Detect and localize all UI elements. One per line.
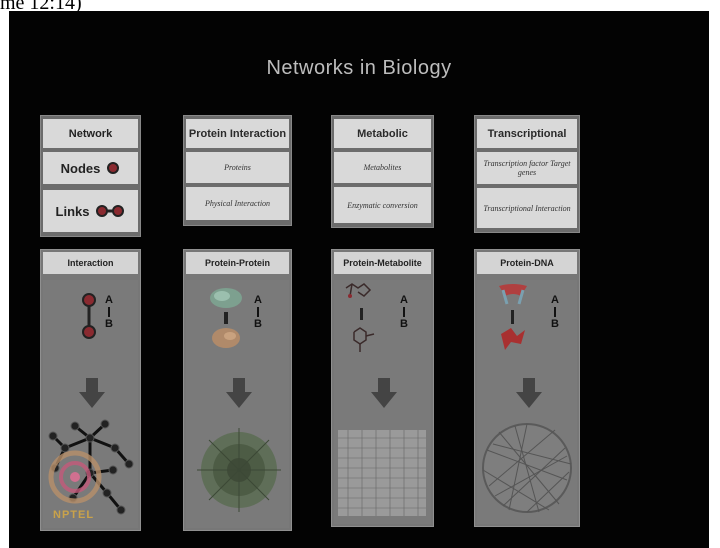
label-b: B — [551, 318, 559, 330]
link-icon — [96, 205, 125, 217]
panel-protein-protein-title: Protein-Protein — [186, 252, 289, 274]
network-head: Network — [43, 119, 138, 148]
ab-labels: A B — [400, 294, 408, 330]
metabolite-molecule-icon — [345, 283, 375, 352]
panel-protein-metabolite-body: A B — [334, 280, 431, 524]
panel-interaction-body: A B — [43, 280, 138, 528]
panel-protein-protein-body: A B — [186, 280, 289, 528]
down-arrow-icon — [79, 378, 105, 408]
panel-protein-metabolite: Protein-Metabolite A B — [331, 249, 434, 527]
ab-labels: A B — [105, 294, 113, 330]
nptel-logo-text: NPTEL — [53, 509, 95, 521]
down-arrow-icon — [371, 378, 397, 408]
links-cell: Links — [43, 190, 138, 232]
down-arrow-icon — [516, 378, 542, 408]
panel-protein-protein: Protein-Protein A B — [183, 249, 292, 531]
nptel-logo-icon — [48, 450, 102, 504]
ab-labels: A B — [254, 294, 262, 330]
label-b: B — [400, 318, 408, 330]
metabolic-head: Metabolic — [334, 119, 431, 148]
header-transcriptional: Transcriptional Transcription factor Tar… — [474, 115, 580, 233]
protein-structure-icon — [210, 288, 242, 348]
label-b: B — [105, 318, 113, 330]
header-metabolic: Metabolic Metabolites Enzymatic conversi… — [331, 115, 434, 228]
node-icon — [107, 162, 120, 174]
slide: Networks in Biology Network Nodes Links … — [9, 11, 709, 548]
label-b: B — [254, 318, 262, 330]
label-a: A — [254, 294, 262, 306]
panel-interaction-title: Interaction — [43, 252, 138, 274]
panel-protein-dna-body: A B — [477, 280, 577, 524]
metabolic-network-icon — [338, 430, 426, 516]
transcription-factor-cell: Transcription factor Target genes — [477, 152, 577, 184]
label-a: A — [551, 294, 559, 306]
ab-labels: A B — [551, 294, 559, 330]
circular-network-icon — [482, 423, 572, 513]
panel-protein-metabolite-title: Protein-Metabolite — [334, 252, 431, 274]
panel-interaction: Interaction A B — [40, 249, 141, 531]
label-a: A — [105, 294, 113, 306]
caption-fragment: me 12:14) — [0, 0, 82, 14]
transcriptional-interaction-cell: Transcriptional Interaction — [477, 188, 577, 228]
header-protein-interaction: Protein Interaction Proteins Physical In… — [183, 115, 292, 226]
physical-interaction-cell: Physical Interaction — [186, 187, 289, 220]
protein-interaction-head: Protein Interaction — [186, 119, 289, 148]
protein-dna-structure-icon — [499, 284, 527, 350]
transcriptional-head: Transcriptional — [477, 119, 577, 148]
enzymatic-conversion-cell: Enzymatic conversion — [334, 187, 431, 223]
node-pair-icon — [82, 293, 96, 339]
links-label: Links — [55, 203, 90, 219]
header-network: Network Nodes Links — [40, 115, 141, 237]
nodes-cell: Nodes — [43, 152, 138, 184]
down-arrow-icon — [226, 378, 252, 408]
slide-title: Networks in Biology — [266, 57, 452, 79]
protein-network-icon — [197, 428, 281, 512]
nodes-label: Nodes — [60, 160, 101, 176]
metabolites-cell: Metabolites — [334, 152, 431, 183]
label-a: A — [400, 294, 408, 306]
panel-protein-dna: Protein-DNA A B — [474, 249, 580, 527]
panel-protein-dna-title: Protein-DNA — [477, 252, 577, 274]
proteins-cell: Proteins — [186, 152, 289, 183]
